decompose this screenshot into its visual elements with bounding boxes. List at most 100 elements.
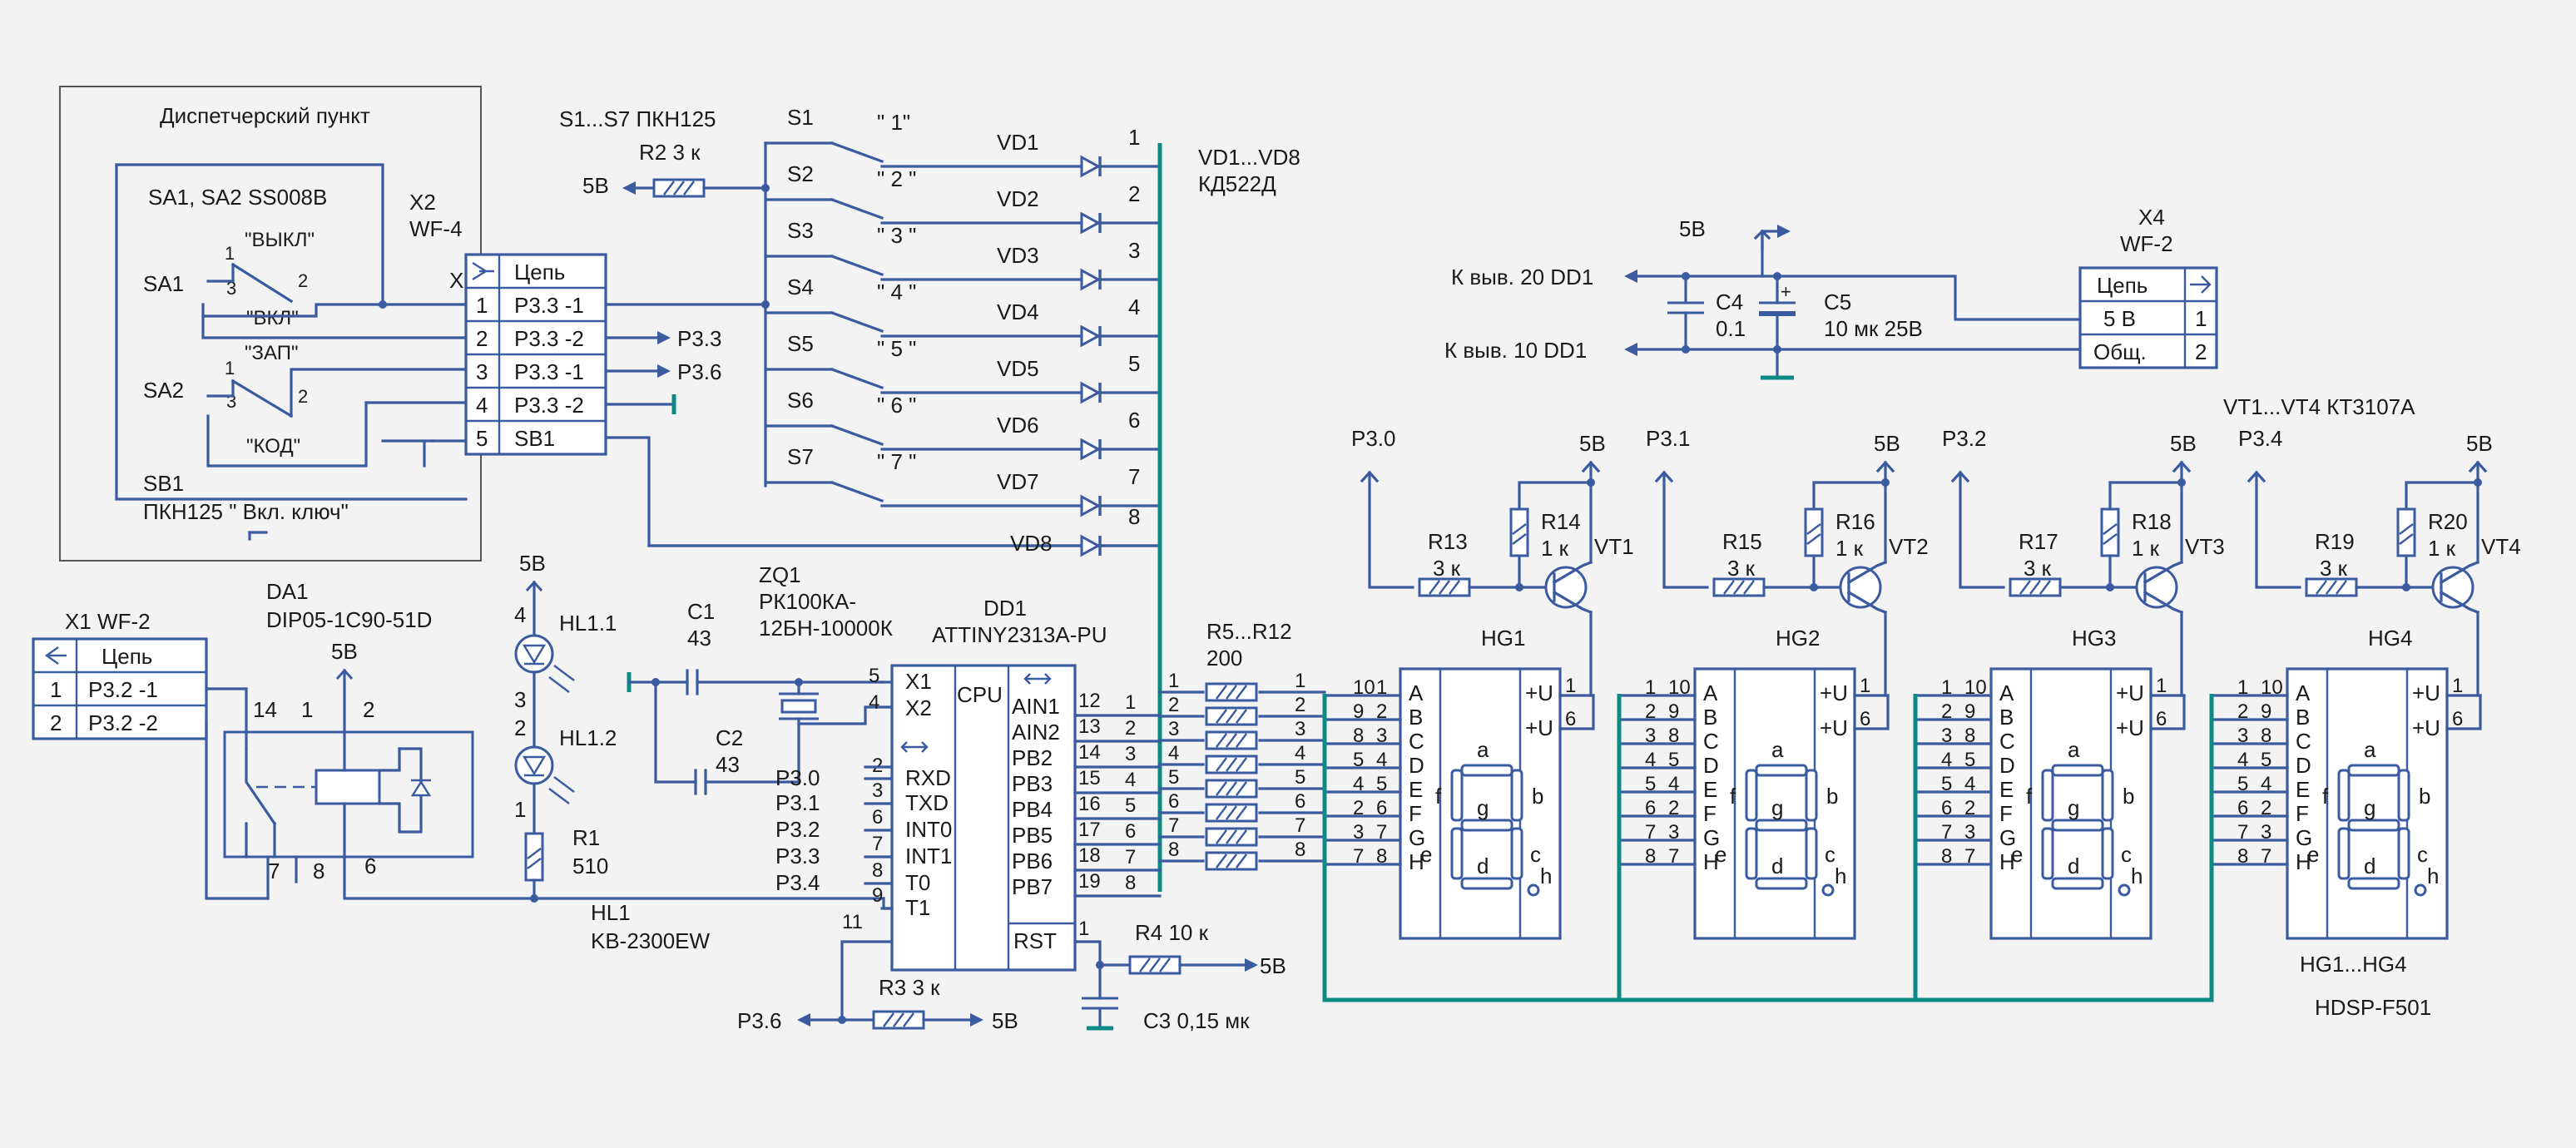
hg-seg-name: F (2296, 801, 2309, 826)
rarr-in-num: 2 (1168, 694, 1179, 716)
hg-pin-num: 7 (2261, 845, 2271, 868)
hg-pin-num: 7 (1353, 845, 1364, 868)
hg-label: HG3 (2072, 626, 2116, 651)
hg-bus-num: 3 (2237, 725, 2248, 747)
hg-bus-num: 8 (1376, 845, 1387, 868)
dd1-pin-name: INT1 (905, 844, 952, 868)
diode-num: 5 (1128, 351, 1140, 376)
dd1-pin-num: 4 (869, 691, 879, 714)
dd1-pin-num: 15 (1078, 767, 1101, 789)
hg-seg-d: d (2068, 854, 2079, 878)
hg-label: HG1 (1481, 626, 1525, 651)
hg-plus-u: +U (1525, 715, 1553, 740)
hg-pin6: 6 (1860, 708, 1870, 730)
hg-seg-name: F (1409, 801, 1422, 826)
c5-label: C5 (1824, 289, 1851, 314)
sa2-label: SA2 (143, 378, 184, 403)
dd1-pin-name: X2 (905, 695, 932, 720)
rarr-ref: R5...R12 (1206, 619, 1292, 644)
hg-pin-num: 5 (1964, 749, 1975, 771)
c5-value: 10 мк 25В (1824, 316, 1923, 341)
hl-5v: 5В (519, 551, 546, 576)
switch-key-label: " 6 " (877, 393, 916, 418)
hl1-type: KB-2300EW (591, 928, 711, 953)
diode-num: 6 (1128, 408, 1140, 433)
diode-num: 1 (1128, 125, 1140, 150)
sa2-pin1: 1 (225, 358, 235, 379)
rarr-out-num: 1 (1295, 670, 1305, 692)
da1-5v: 5В (331, 639, 358, 664)
dd1-pin-num: 16 (1078, 793, 1101, 815)
hg-pin-num: 4 (1353, 773, 1364, 795)
c2-label: C2 (716, 725, 743, 750)
da1-pin8: 8 (313, 859, 324, 883)
zq1-type1: РК100КА- (759, 589, 856, 614)
hg-bus-num: 7 (2237, 821, 2248, 844)
switch-label: S2 (787, 161, 814, 186)
hg-seg-a: a (2364, 737, 2376, 762)
hg-bus-num: 2 (1376, 700, 1387, 723)
vt-5v: 5В (1874, 431, 1900, 456)
bus-num: 7 (1125, 846, 1136, 868)
hg-bus-num: 7 (1376, 821, 1387, 844)
x3-out-p33: P3.3 (677, 326, 722, 351)
hg-pin6: 6 (2452, 708, 2463, 730)
hg-bus-num: 6 (1645, 797, 1656, 819)
bus-num: 2 (1125, 717, 1136, 740)
r1-label: R1 (572, 825, 600, 850)
vt-rb-value: 3 к (2024, 556, 2052, 581)
hl11-led (514, 634, 575, 693)
da1-pin14: 14 (253, 697, 277, 722)
hg-seg-name: A (1999, 680, 2014, 705)
hg-seg-h: h (2427, 863, 2439, 888)
r1-value: 510 (572, 854, 608, 878)
switch-key-label: " 4 " (877, 280, 916, 304)
bus-num: 8 (1125, 872, 1136, 894)
sa1-off-label: "ВЫКЛ" (245, 229, 315, 251)
rarr-out-num: 8 (1295, 839, 1305, 861)
dd1-pin-name: AIN2 (1012, 720, 1060, 745)
hl-pin3: 3 (514, 687, 526, 712)
rarr-in-num: 1 (1168, 670, 1179, 692)
hg-bus-num: 3 (1645, 725, 1656, 747)
diode-num: 7 (1128, 464, 1140, 489)
vt-base-net: P3.4 (2238, 426, 2283, 451)
hg-seg-c: c (2417, 842, 2428, 867)
vt-re-value: 1 к (2132, 536, 2160, 561)
switch-label: S1 (787, 105, 814, 130)
switch-label: S5 (787, 331, 814, 356)
hg-seg-name: D (1703, 753, 1719, 778)
dd1-pin-name: PB7 (1012, 874, 1053, 899)
hg-type: HDSP-F501 (2315, 995, 2431, 1020)
hg-pin-num: 2 (1964, 797, 1975, 819)
hg-plus-u: +U (2412, 715, 2440, 740)
hg-seg-e: e (2011, 842, 2023, 867)
hg-bus-num: 8 (1941, 845, 1952, 868)
da1-type: DIP05-1C90-51D (266, 607, 432, 632)
switch-label: S4 (787, 275, 814, 299)
hg-pin-num: 9 (1964, 700, 1975, 723)
sa1-pin1: 1 (225, 243, 235, 264)
c2-value: 43 (716, 752, 740, 777)
x3-row-net: P3.3 -1 (514, 359, 584, 384)
bus-num: 3 (1125, 743, 1136, 765)
vt-label: VT3 (2185, 534, 2225, 559)
hg-label: HG2 (1776, 626, 1820, 651)
hg-seg-g: g (2364, 795, 2375, 820)
rarr-in-num: 5 (1168, 766, 1179, 789)
bus-num: 1 (1125, 691, 1136, 714)
hg-seg-e: e (1420, 842, 1432, 867)
da1-ref: DA1 (266, 579, 309, 604)
vt-rb-label: R15 (1722, 529, 1762, 554)
hg-pin-num: 5 (1668, 749, 1679, 771)
hg-seg-b: b (2123, 784, 2134, 809)
hg-seg-c: c (2121, 842, 2132, 867)
hg-pin6: 6 (1565, 708, 1576, 730)
hg-seg-name: D (1409, 753, 1424, 778)
hg-seg-h: h (1540, 863, 1552, 888)
diode-label: VD5 (997, 356, 1039, 381)
dd1-pin-name: X1 (905, 669, 932, 694)
hg-pin-num: 4 (2261, 773, 2271, 795)
hg-seg-d: d (1771, 854, 1783, 878)
c1-value: 43 (687, 626, 711, 651)
